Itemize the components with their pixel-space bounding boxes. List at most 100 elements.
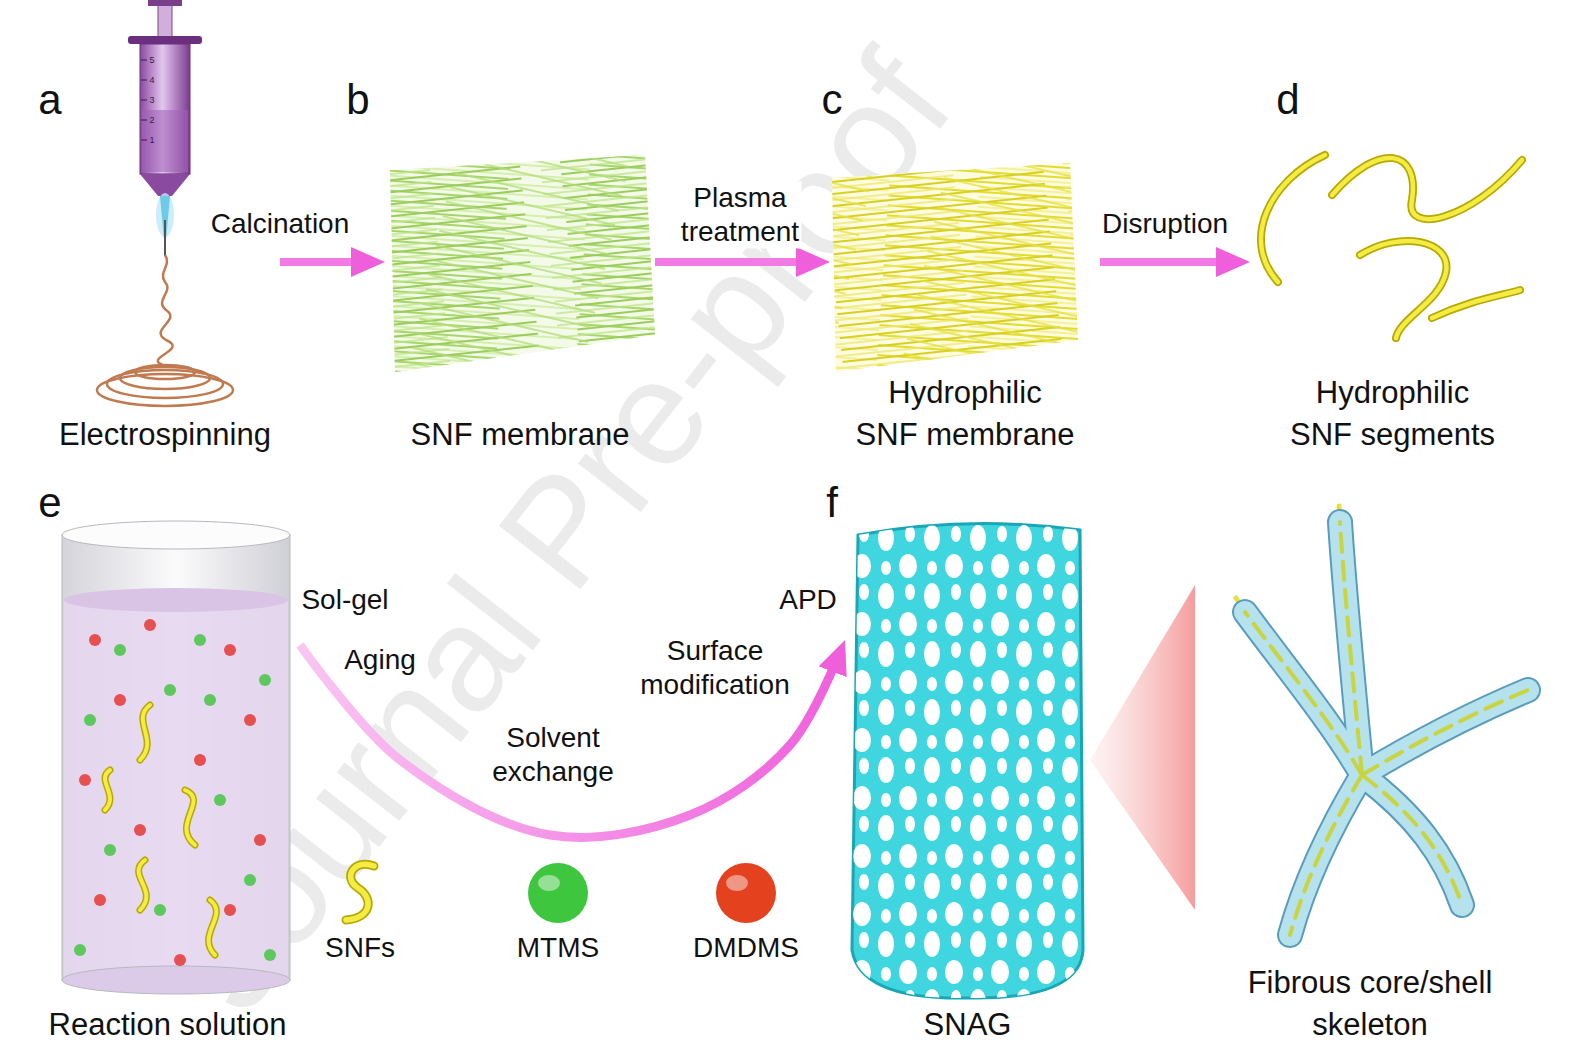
hydrophilic-membrane	[825, 150, 1095, 390]
step-label: Sol-gel	[301, 583, 388, 617]
reaction-beaker	[64, 588, 288, 612]
core-shell-skeleton	[1245, 522, 1528, 935]
snf-membrane	[380, 140, 670, 390]
core-shell-skeleton	[1290, 775, 1362, 935]
hydrophilic-membrane	[825, 150, 1095, 390]
reaction-beaker	[64, 600, 288, 978]
legend-text: MTMS	[517, 932, 599, 964]
precursor-dots	[254, 834, 266, 846]
syringe-scale-number: 5	[149, 55, 154, 66]
core-shell-skeleton	[1290, 775, 1362, 935]
precursor-dots	[224, 904, 236, 916]
swatch-highlight	[726, 875, 748, 891]
snf-segments	[1432, 290, 1520, 318]
precursor-dots	[134, 824, 146, 836]
syringe	[128, 0, 202, 256]
syringe-scale-number: 2	[149, 115, 154, 126]
precursor-dots	[104, 844, 116, 856]
core-shell-skeleton	[1340, 522, 1362, 775]
panel-letter: e	[38, 478, 61, 528]
stage-caption: SNF membrane	[411, 414, 630, 456]
hydrophilic-membrane	[825, 150, 1095, 390]
precursor-dots	[204, 694, 216, 706]
snf-membrane	[380, 140, 670, 390]
precursor-dots	[79, 619, 266, 966]
legend-swatch-frame	[710, 856, 782, 928]
precursor-dots	[114, 694, 126, 706]
panel-letter: d	[1276, 75, 1299, 125]
precursor-dots	[89, 634, 101, 646]
aerogel-monolith	[852, 524, 1083, 999]
core-shell-skeleton	[1362, 775, 1462, 905]
stage-caption: Hydrophilic SNF membrane	[854, 372, 1076, 456]
reaction-beaker	[62, 521, 290, 994]
precursor-dots	[114, 644, 126, 656]
snf-membrane	[380, 140, 670, 390]
snf-membrane	[380, 140, 670, 390]
panel-letter: a	[38, 75, 61, 125]
precursor-dots	[105, 705, 216, 955]
step-label: APD	[779, 583, 837, 617]
precursor-dots	[164, 684, 176, 696]
legend-item: MTMS	[483, 856, 633, 964]
legend-fiber-sample	[346, 864, 374, 920]
precursor-dots	[259, 674, 271, 686]
legend-swatch	[528, 863, 588, 923]
process-arrow	[1100, 258, 1250, 266]
snf-segments	[1332, 158, 1522, 219]
syringe	[140, 174, 190, 196]
stage-caption: Fibrous core/shell skeleton	[1240, 962, 1500, 1046]
fiber-jet-spiral	[97, 255, 233, 406]
precursor-dots	[105, 770, 110, 810]
precursor-dots	[94, 894, 106, 906]
aerogel-monolith	[852, 524, 1083, 999]
step-label: Disruption	[1102, 207, 1228, 241]
stage-node: Reaction solution	[35, 515, 300, 1050]
legend-swatch-frame	[522, 856, 594, 928]
legend-fiber-sample	[346, 864, 374, 920]
precursor-dots	[244, 714, 256, 726]
precursor-dots	[209, 900, 217, 955]
precursor-dots	[214, 794, 226, 806]
legend-swatch-frame	[324, 856, 396, 928]
stage-node: SNF membrane	[385, 150, 655, 460]
legend-item: SNFs	[285, 856, 435, 964]
stage-caption: SNAG	[924, 1004, 1012, 1046]
swatch-highlight	[538, 875, 560, 891]
precursor-dots	[224, 644, 236, 656]
precursor-dots	[74, 619, 276, 966]
panel-letter: b	[346, 75, 369, 125]
core-shell-skeleton	[1362, 690, 1528, 775]
syringe	[142, 110, 188, 172]
core-shell-skeleton	[1236, 506, 1528, 935]
precursor-dots	[105, 770, 110, 810]
step-label: Solvent exchange	[490, 721, 616, 788]
core-shell-skeleton	[1362, 775, 1462, 905]
core-shell-skeleton	[1362, 775, 1462, 905]
fiber-jet-spiral	[97, 374, 233, 406]
syringe-scale-number: 3	[149, 95, 154, 106]
precursor-dots	[194, 634, 206, 646]
syringe-scale-number: 4	[149, 75, 154, 86]
precursor-dots	[105, 705, 216, 955]
syringe	[141, 60, 147, 61]
snf-segments	[1261, 155, 1522, 338]
stage-node: Fibrous core/shell skeleton	[1200, 505, 1540, 1050]
hydrophilic-membrane	[825, 150, 1095, 390]
precursor-dots	[194, 754, 206, 766]
syringe	[140, 44, 190, 174]
process-arrow	[655, 258, 830, 266]
syringe	[164, 220, 166, 256]
precursor-dots	[79, 774, 91, 786]
core-shell-skeleton	[1340, 522, 1362, 775]
precursor-dots	[74, 634, 276, 961]
snf-membrane	[380, 140, 670, 390]
precursor-dots	[84, 714, 96, 726]
process-arrow	[280, 258, 385, 266]
precursor-dots	[140, 705, 150, 760]
precursor-dots	[264, 949, 276, 961]
stage-node: Hydrophilic SNF membrane	[830, 150, 1100, 460]
syringe	[128, 36, 202, 44]
